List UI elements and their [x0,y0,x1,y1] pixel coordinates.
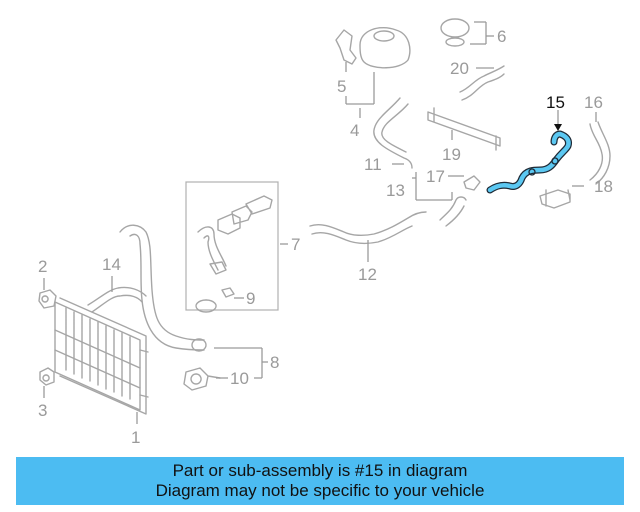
cap-6 [440,18,470,38]
group-box-7 [185,181,279,311]
hose-14 [87,286,147,313]
leader-lines [43,21,597,424]
fitting-18 [539,189,571,209]
callouts: 1 2 3 4 5 6 7 8 9 10 11 12 13 14 15 16 1… [38,27,613,447]
pipe-15-highlighted [486,130,572,194]
callout-16: 16 [584,93,603,112]
callout-8: 8 [270,353,279,372]
callout-6: 6 [497,27,506,46]
banner-line-1: Part or sub-assembly is #15 in diagram [172,461,468,480]
callout-3: 3 [38,401,47,420]
callout-7: 7 [291,235,300,254]
bracket-2 [38,289,57,309]
callout-15: 15 [546,93,565,112]
callout-11: 11 [364,155,382,174]
info-banner: Part or sub-assembly is #15 in diagram D… [16,457,624,505]
radiator [54,297,149,415]
fitting-10 [183,367,221,391]
pipe-15-fill [487,131,571,193]
callout-2: 2 [38,257,47,276]
callout-19: 19 [442,145,461,164]
callout-17: 17 [426,167,445,186]
callout-5: 5 [337,77,346,96]
callout-12: 12 [358,265,377,284]
callout-14: 14 [102,255,121,274]
hose-16 [589,121,611,185]
callout-20: 20 [450,59,469,78]
callout-4: 4 [350,121,359,140]
rail-19 [427,107,501,151]
callout-9: 9 [246,289,255,308]
hose-20 [459,65,505,101]
upper-hose [119,224,205,351]
coolant-reservoir [335,27,411,69]
fitting-17 [463,175,481,191]
callout-10: 10 [230,369,249,388]
hose-13 [439,196,467,227]
callout-18: 18 [594,177,613,196]
callout-13: 13 [386,181,405,200]
banner-line-2: Diagram may not be specific to your vehi… [155,481,485,500]
callout-1: 1 [131,428,140,447]
bracket-3 [39,367,55,386]
hose-11 [373,97,413,169]
pipe-12 [309,211,427,245]
